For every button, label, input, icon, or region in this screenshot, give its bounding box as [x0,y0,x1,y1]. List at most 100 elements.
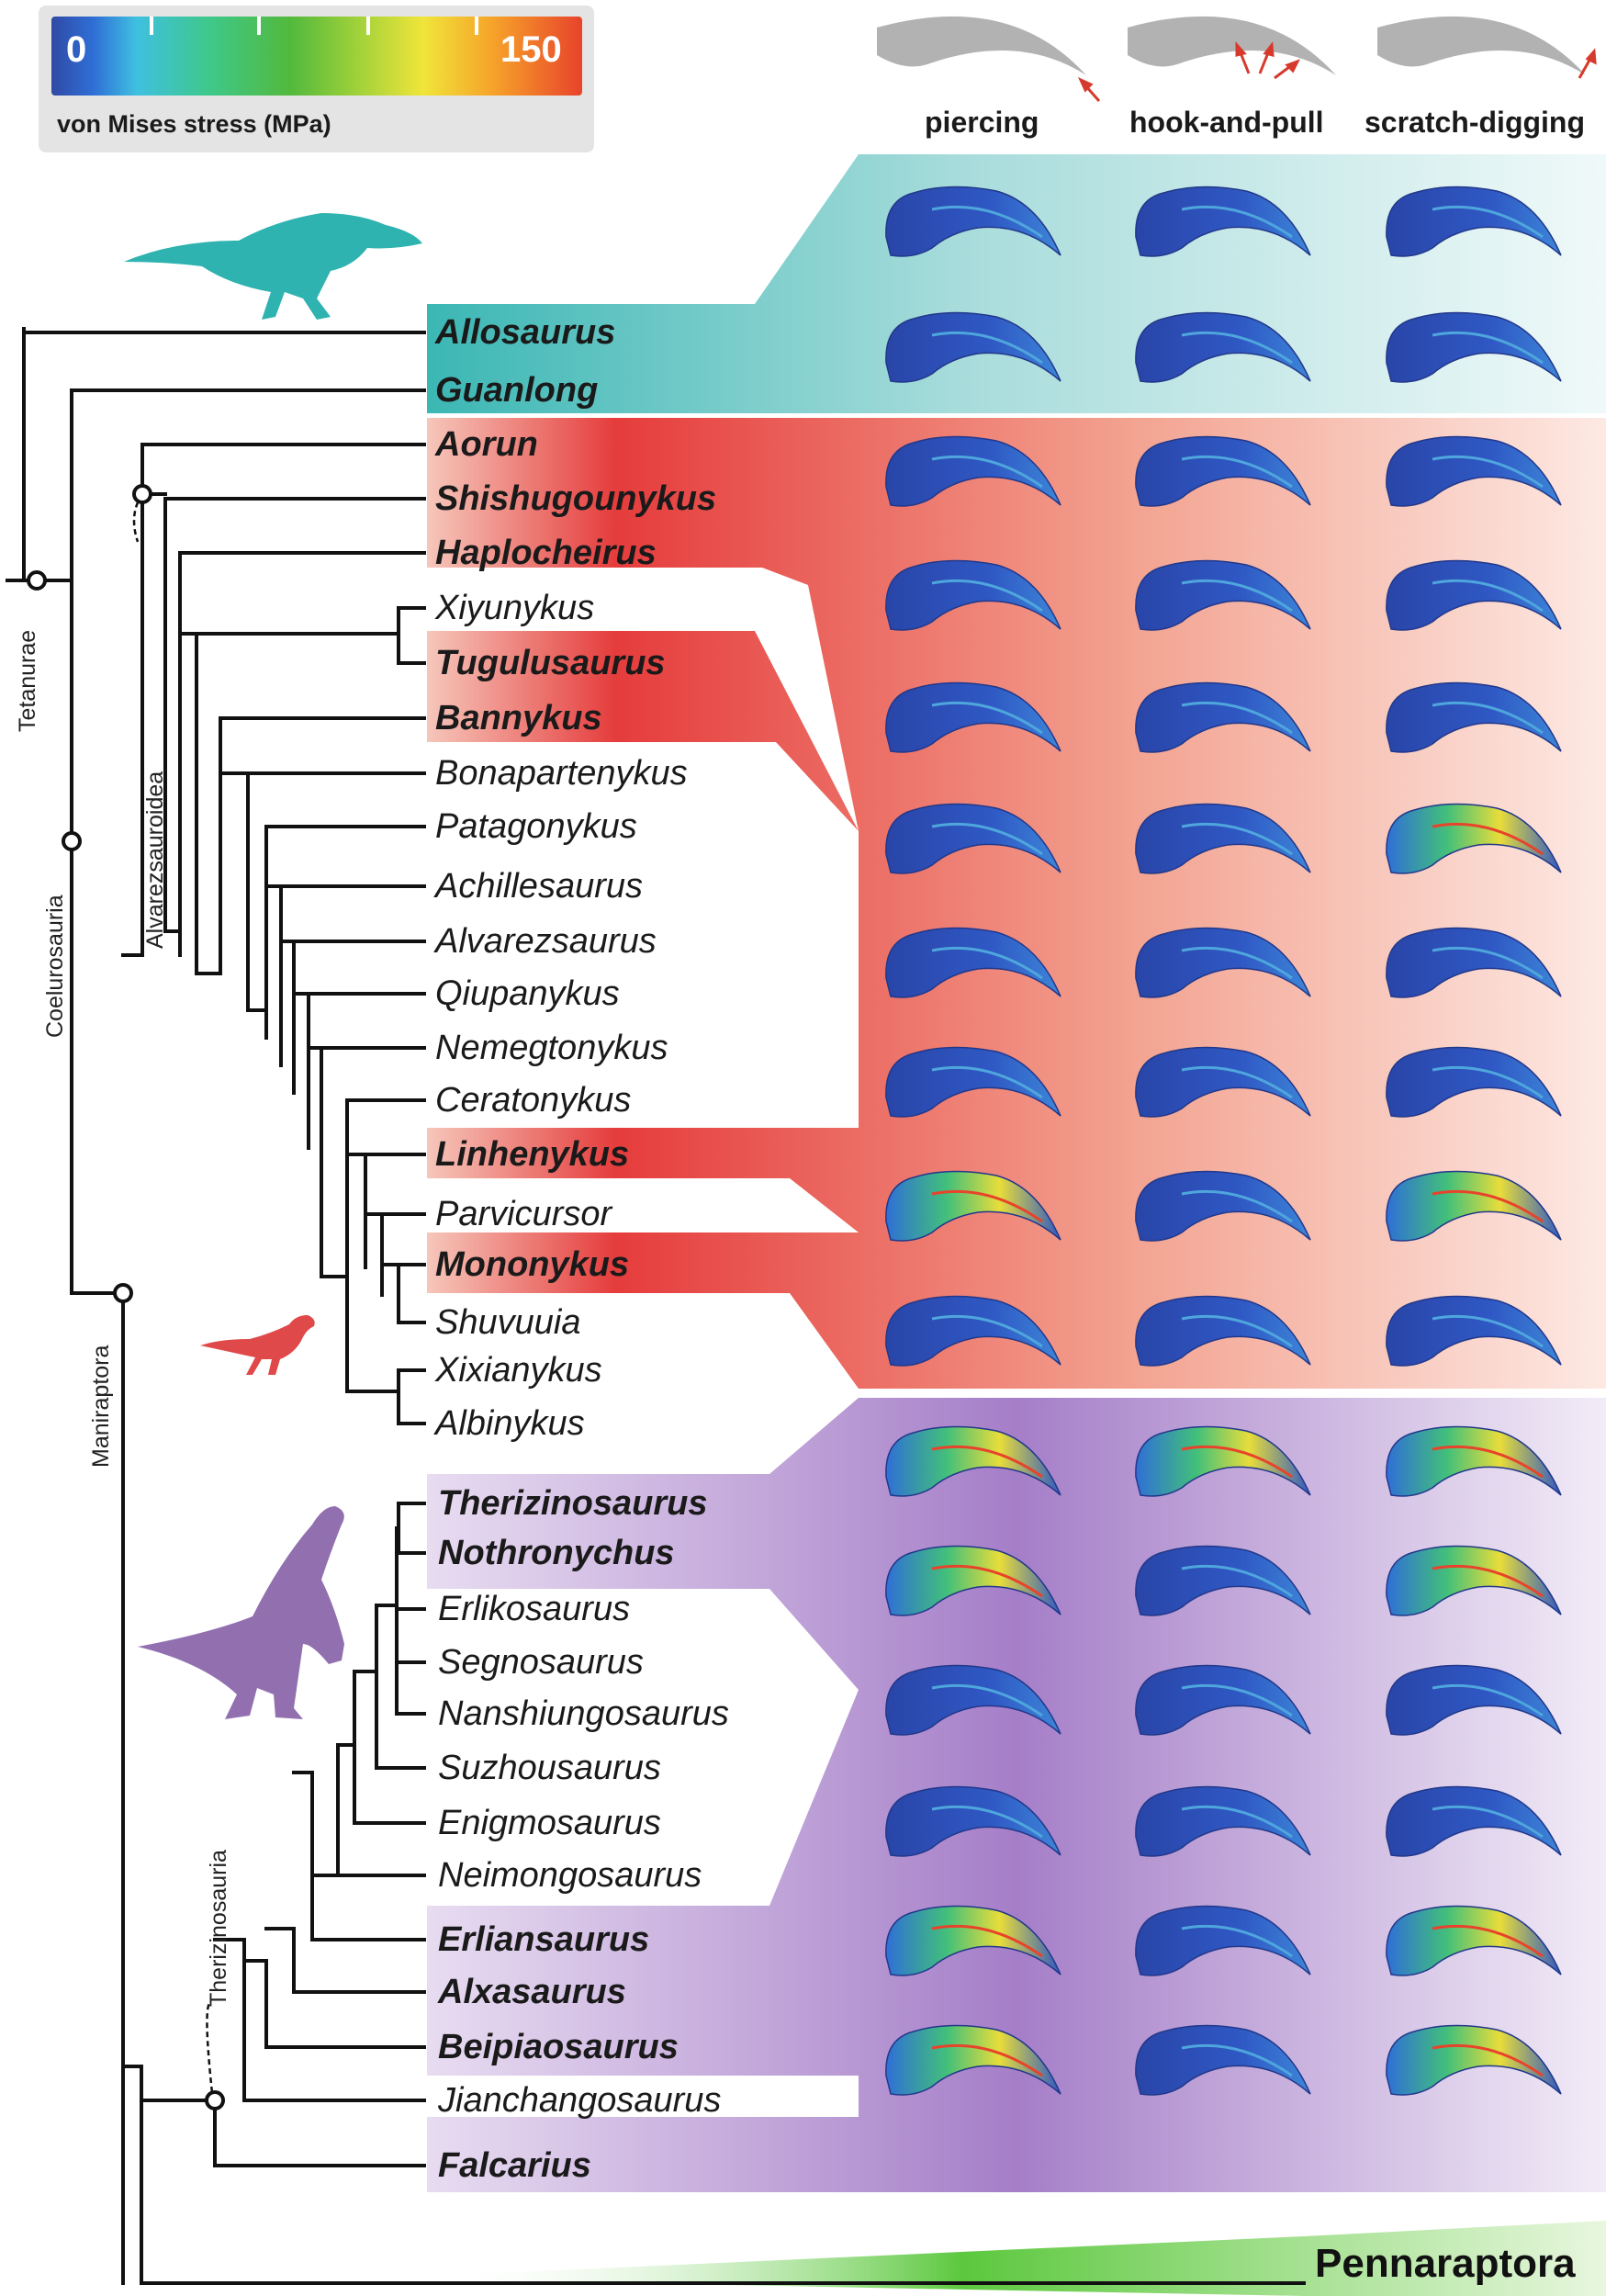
claw-model [1386,1905,1562,1976]
claw-shape [885,1785,1061,1857]
claw-shape [1135,1425,1311,1497]
column-header-piercing: piercing [925,106,1039,139]
legend-title: von Mises stress (MPa) [57,110,331,138]
claw-stress-edge [1432,205,1544,239]
claw-stress-edge [931,205,1043,239]
claw-stress-edge [1181,1683,1293,1717]
claw-stress-edge [931,579,1043,613]
claw-stress-edge [1181,1065,1293,1099]
claw-stress-edge [1432,822,1544,856]
claw-stress-edge [931,1924,1043,1958]
claw-stress-edge [1181,331,1293,365]
clade-label-therizinosauria: Therizinosauria [206,1850,231,2007]
taxon-label: Allosaurus [435,313,616,352]
taxon-label: Aorun [435,425,538,464]
claw-stress-edge [1432,1314,1544,1348]
claw-stress-edge [1432,579,1544,613]
taxon-label: Enigmosaurus [438,1804,661,1842]
taxon-label: Alvarezsaurus [435,922,657,961]
claw-model [885,559,1061,631]
piercing-claw-icon [877,16,1086,76]
clade-label-alvarezsauroidea: Alvarezsauroidea [142,771,168,949]
node-circle [113,1283,133,1303]
taxon-label: Tugulusaurus [435,644,666,682]
claw-model [1386,559,1562,631]
claw-model [1135,1295,1311,1367]
claw-model [1135,1545,1311,1616]
claw-stress-edge [931,1065,1043,1099]
taxon-label: Nemegtonykus [435,1029,668,1067]
claw-stress-edge [1432,1683,1544,1717]
claw-model [1135,559,1311,631]
alvarezsauroidea-band [427,418,1606,1389]
claw-model [1135,186,1311,257]
stress-colorbar [51,17,582,96]
mode-icons [877,16,1586,76]
force-arrows [1077,41,1597,102]
taxon-label: Suzhousaurus [438,1749,661,1787]
node-circle [62,831,82,851]
taxon-label: Erlikosaurus [438,1590,631,1628]
claw-model [1135,435,1311,507]
claw-shape [1386,1664,1562,1736]
claw-shape [885,1664,1061,1736]
claw-stress-edge [1432,1189,1544,1223]
colorbar-tick [475,17,478,35]
taxon-label: Segnosaurus [438,1643,644,1682]
claw-shape [885,1170,1061,1242]
outgroup-band [427,154,1606,413]
claw-model [1135,1785,1311,1857]
claw-shape [1386,2024,1562,2096]
claw-model [1135,1905,1311,1976]
phylogenetic-tree [6,327,1306,2285]
claw-stress-edge [1181,1805,1293,1839]
claw-model [1386,1785,1562,1857]
claw-model [1135,927,1311,998]
column-header-hook-and-pull: hook-and-pull [1129,106,1324,139]
claw-model [885,681,1061,753]
claw-stress-edge [1181,1924,1293,1958]
claw-shape [1386,559,1562,631]
claw-shape [1386,803,1562,874]
claw-stress-edge [931,1564,1043,1598]
node-circle [205,2090,225,2110]
claw-stress-edge [931,1445,1043,1479]
claw-shape [1135,1295,1311,1367]
claw-stress-edge [1181,1314,1293,1348]
taxon-label: Shuvuuia [435,1303,581,1342]
claw-shape [1386,1905,1562,1976]
clade-label-tetanurae: Tetanurae [15,629,40,732]
claw-model [885,1046,1061,1118]
claw-fe-grid [885,186,1562,2096]
claw-stress-edge [1432,1924,1544,1958]
claw-shape [1386,1545,1562,1616]
alvarezsaur-silhouette-icon [200,1315,315,1375]
claw-stress-edge [1432,1564,1544,1598]
colorbar-min-label: 0 [66,29,87,70]
taxon-label: Albinykus [435,1404,585,1443]
claw-model [1386,1425,1562,1497]
claw-stress-edge [1181,1564,1293,1598]
taxon-label: Parvicursor [435,1195,612,1233]
colorbar-max-label: 150 [500,29,562,70]
taxon-label: Haplocheirus [435,534,657,572]
claw-stress-edge [1432,701,1544,735]
taxon-label: Bannykus [435,699,602,737]
taxon-label: Mononykus [435,1245,630,1284]
claw-model [1386,311,1562,383]
allosaurus-silhouette-icon [124,213,422,320]
claw-shape [1135,2024,1311,2096]
taxon-label: Achillesaurus [435,867,643,906]
claw-model [1135,2024,1311,2096]
taxon-label: Therizinosaurus [438,1484,708,1523]
claw-model [1135,681,1311,753]
taxon-label: Qiupanykus [435,974,620,1013]
claw-stress-edge [931,455,1043,489]
taxon-label: Neimongosaurus [438,1856,702,1895]
claw-stress-edge [1181,822,1293,856]
claw-shape [885,1545,1061,1616]
taxon-label: Ceratonykus [435,1081,632,1120]
claw-shape [1386,1425,1562,1497]
claw-model [885,2024,1061,2096]
claw-model [1135,803,1311,874]
